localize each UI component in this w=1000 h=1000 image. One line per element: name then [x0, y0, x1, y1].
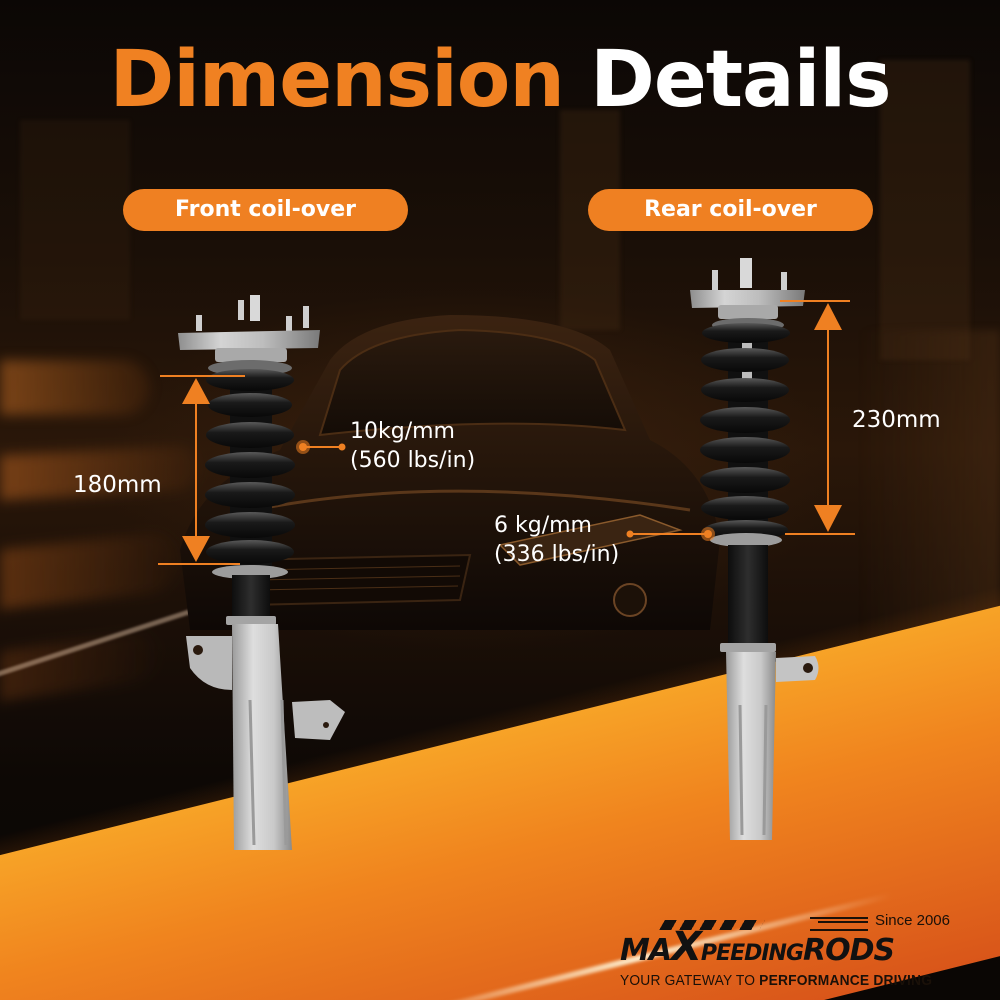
front-coilover [178, 295, 345, 850]
rear-coilover-label: Rear coil-over [588, 189, 873, 231]
brand-wordmark: MAXPEEDINGRODS [620, 924, 895, 970]
front-height-value: 180mm [73, 472, 162, 498]
title-part-details: Details [590, 35, 891, 125]
front-spring-rate-pointer [296, 440, 346, 454]
brand-tagline: YOUR GATEWAY TO PERFORMANCE DRIVING [620, 972, 932, 989]
rear-spring-rate-pointer [626, 527, 715, 541]
wordmark-peeding: PEEDING [700, 941, 804, 966]
rear-height-value: 230mm [852, 407, 941, 433]
wordmark-rods: RODS [803, 933, 895, 968]
wordmark-ma: MA [620, 933, 672, 968]
car-silhouette [180, 315, 720, 630]
rear-height-dimension-line [780, 300, 855, 535]
rear-coilover [690, 258, 819, 840]
page-title: Dimension Details [0, 30, 1000, 130]
background-building [880, 60, 970, 360]
wordmark-x: X [671, 924, 702, 970]
motion-streak [0, 360, 150, 415]
front-coilover-label: Front coil-over [123, 189, 408, 231]
front-spring-rate-metric: 10kg/mm [350, 419, 455, 444]
tagline-bold: PERFORMANCE DRIVING [759, 972, 933, 989]
rear-spring-rate-imperial: (336 lbs/in) [494, 542, 620, 567]
title-part-dimension: Dimension [109, 35, 564, 125]
front-spring-rate-imperial: (560 lbs/in) [350, 448, 476, 473]
tagline-light: YOUR GATEWAY TO [620, 972, 760, 989]
rear-spring-rate-metric: 6 kg/mm [494, 513, 592, 538]
brand-since: Since 2006 [874, 912, 950, 929]
background-building [20, 120, 130, 320]
speed-lines-decoration [810, 917, 868, 931]
front-height-dimension-line [158, 375, 245, 565]
